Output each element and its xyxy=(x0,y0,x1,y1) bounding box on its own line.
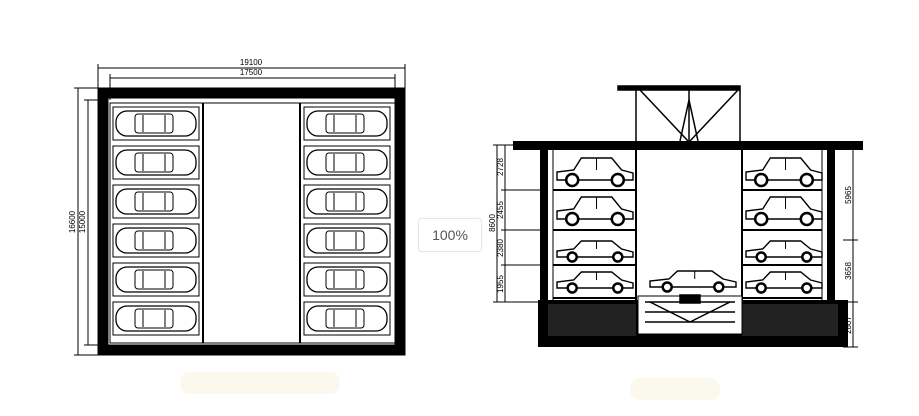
parked-car-side-view xyxy=(556,196,634,227)
dim-right-level-2: 3658 xyxy=(844,262,853,280)
dim-width-outer: 19100 xyxy=(240,58,263,67)
dim-left-total: 8600 xyxy=(488,214,497,232)
parked-car-side-view xyxy=(556,157,634,188)
parked-car-top-view xyxy=(303,106,391,141)
parked-car-top-view xyxy=(303,145,391,180)
dim-left-level-1: 2728 xyxy=(496,158,505,176)
dim-depth-inner: 15000 xyxy=(78,210,87,233)
parked-car-top-view xyxy=(112,145,200,180)
caption-blur-left xyxy=(180,372,340,394)
parked-car-side-view xyxy=(745,271,823,294)
dim-left-level-3: 2380 xyxy=(496,239,505,257)
parked-car-side-view xyxy=(556,240,634,263)
zoom-level-badge: 100% xyxy=(418,218,482,252)
parked-car-side-view xyxy=(745,196,823,227)
parked-car-top-view xyxy=(112,223,200,258)
parked-car-top-view xyxy=(112,301,200,336)
parked-car-top-view xyxy=(303,262,391,297)
parked-car-top-view xyxy=(303,223,391,258)
plan-view: 19100 17500 16600 15000 xyxy=(68,58,406,356)
parked-car-top-view xyxy=(112,184,200,219)
lift-car-side-view xyxy=(649,270,737,293)
dim-left-level-2: 2455 xyxy=(496,201,505,219)
elevation-view: 8600 2728 2455 2380 1955 5965 3658 2807 xyxy=(488,85,863,348)
caption-blur-right xyxy=(630,378,720,400)
dim-width-inner: 17500 xyxy=(240,68,263,77)
dim-right-level-3: 2807 xyxy=(844,316,853,334)
parked-car-side-view xyxy=(556,271,634,294)
parked-car-top-view xyxy=(303,301,391,336)
parked-car-side-view xyxy=(745,240,823,263)
parked-car-top-view xyxy=(112,262,200,297)
parked-car-side-view xyxy=(745,157,823,188)
dim-left-level-4: 1955 xyxy=(496,275,505,293)
dim-right-level-1: 5965 xyxy=(844,186,853,204)
dim-depth-outer: 16600 xyxy=(68,210,77,233)
parked-car-top-view xyxy=(112,106,200,141)
parked-car-top-view xyxy=(303,184,391,219)
